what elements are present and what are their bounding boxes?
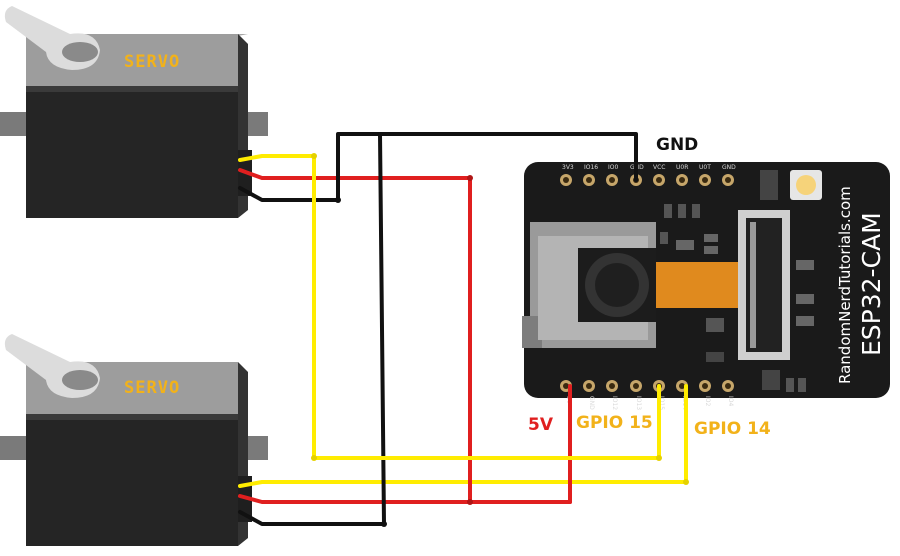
servo-shaft (62, 42, 98, 62)
pin-label: IO15 (658, 396, 665, 410)
junction-dot (311, 455, 317, 461)
wire-servo2-power (238, 494, 572, 504)
board-model-text: ESP32-CAM (857, 212, 886, 356)
pin-label: IO4 (727, 396, 734, 406)
junction-dot (381, 521, 387, 527)
label-5v: 5V (528, 415, 554, 435)
pin-label: IO13 (635, 396, 642, 410)
servo-body (26, 414, 238, 546)
wire-gnd-vertical (378, 132, 386, 526)
pin-label: IO12 (611, 396, 618, 410)
servo-top: SERVO (0, 6, 268, 218)
wire-servo1-ground (238, 186, 340, 202)
pin-label: GND (588, 396, 595, 410)
pin-label: IO0 (608, 164, 618, 171)
wires (238, 132, 688, 526)
servo-body (26, 86, 238, 218)
pin-label: IO2 (704, 396, 711, 406)
pin-label: 3V3 (562, 164, 574, 171)
junction-dot (656, 455, 662, 461)
ribbon-cable (656, 262, 738, 308)
pin-label: IO16 (584, 164, 598, 171)
wire-servo2-signal (238, 480, 688, 488)
junction-dot (467, 499, 473, 505)
esp32-cam-board: RandomNerdTutorials.com ESP32-CAM 3V3 IO… (522, 162, 890, 410)
servo-shaft (62, 370, 98, 390)
wire-gnd-bus (336, 132, 638, 202)
servo-label: SERVO (124, 378, 180, 398)
pin-label: VCC (653, 164, 665, 171)
brand-text: RandomNerdTutorials.com (836, 186, 854, 384)
pin-label: U0R (676, 164, 688, 171)
junction-dot (335, 197, 341, 203)
servo-label: SERVO (124, 52, 180, 72)
wire-gpio15 (312, 154, 661, 460)
wire-servo1-signal (238, 154, 316, 162)
top-header-pins (560, 174, 734, 186)
junction-dot (311, 153, 317, 159)
junction-dot (683, 479, 689, 485)
wire-servo2-ground (238, 510, 386, 526)
pin-label: GND (722, 164, 736, 171)
label-gpio15: GPIO 15 (576, 413, 653, 433)
pin-label: U0T (699, 164, 711, 171)
junction-dot (467, 175, 473, 181)
servo-bottom: SERVO (0, 334, 268, 546)
label-gnd: GND (656, 135, 698, 155)
label-gpio14: GPIO 14 (694, 419, 771, 439)
wire-servo1-power (238, 168, 472, 180)
